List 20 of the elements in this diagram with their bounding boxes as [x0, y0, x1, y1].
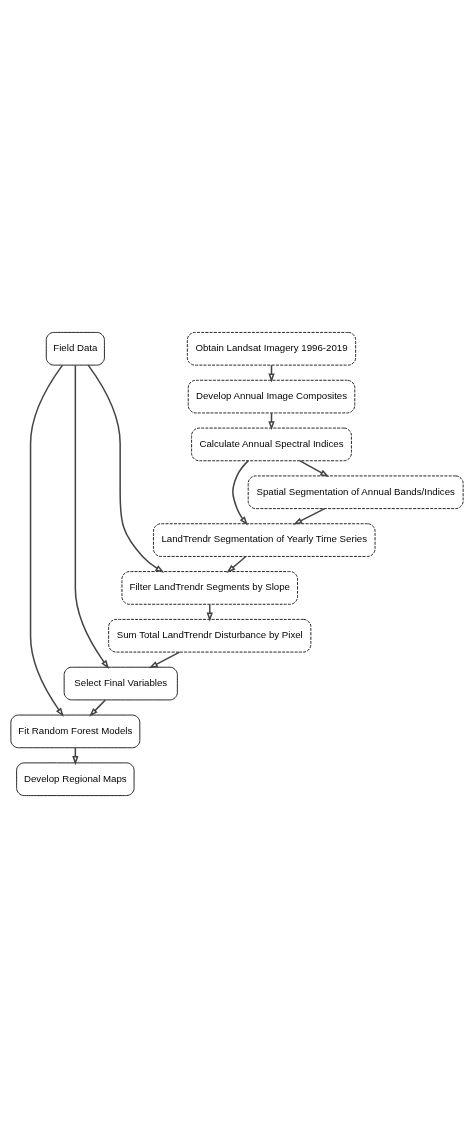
arrow	[87, 363, 165, 573]
arrow	[148, 650, 181, 668]
node-box: Calculate Annual Spectral Indices	[191, 427, 352, 461]
node-box: Field Data	[45, 331, 105, 366]
node-box: LandTrendr Segmentation of Yearly Time Series	[153, 522, 376, 557]
node-box: Develop Annual Image Composites	[187, 379, 356, 413]
node-box: Fit Random Forest Models	[10, 714, 141, 748]
node-box: Select Final Variables	[63, 666, 178, 700]
arrow	[89, 698, 107, 717]
node-box: Spatial Segmentation of Annual Bands/Indices	[247, 475, 464, 509]
arrow	[293, 507, 326, 525]
node-box: Obtain Landsat Imagery 1996-2019	[186, 331, 357, 366]
node-box: Sum Total LandTrendr Disturbance by Pixel	[108, 618, 312, 652]
arrow	[226, 555, 247, 573]
node-box: Develop Regional Maps	[16, 761, 135, 796]
arrow	[74, 364, 110, 669]
arrow	[206, 603, 213, 622]
node-box: Filter LandTrendr Segments by Slope	[121, 570, 298, 605]
arrow	[29, 363, 64, 717]
arrow	[299, 459, 330, 477]
